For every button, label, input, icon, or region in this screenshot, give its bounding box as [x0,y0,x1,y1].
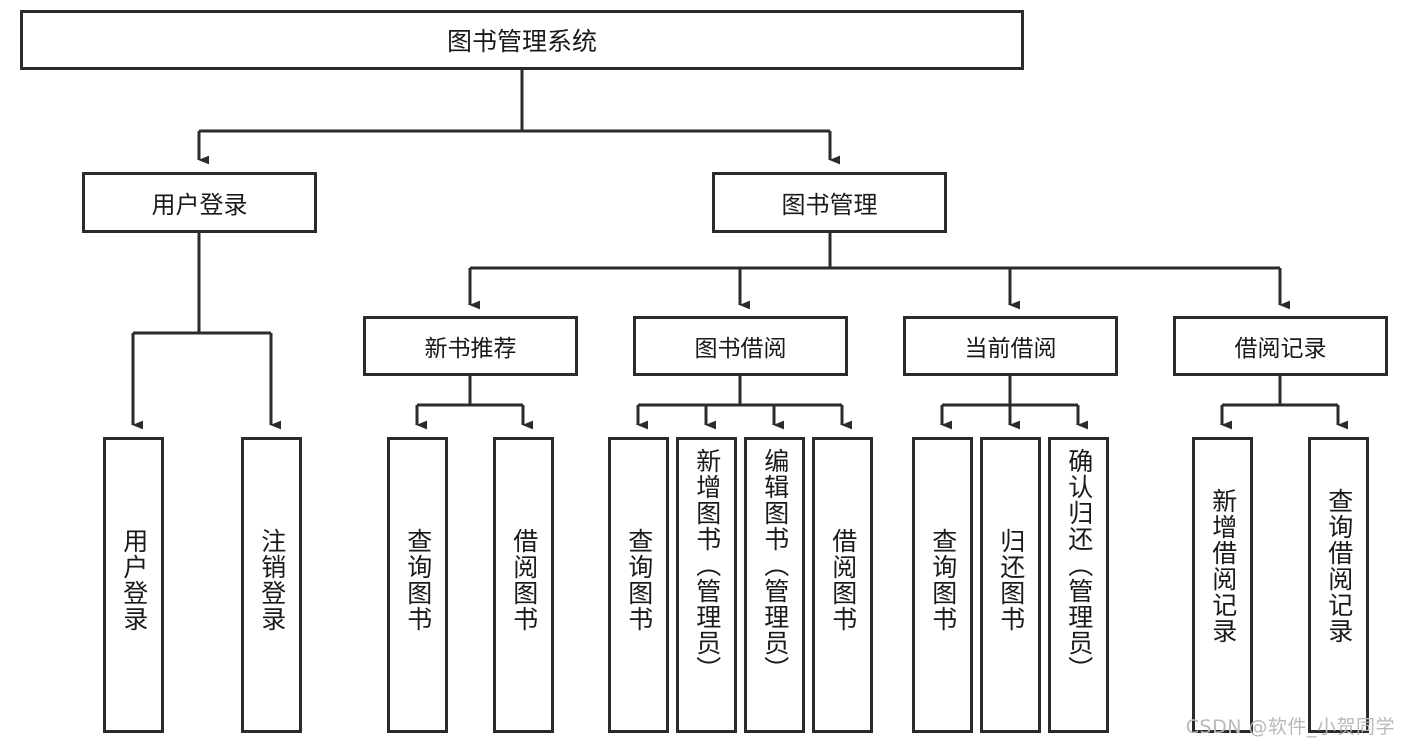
node-label: 图书借阅 [694,336,787,362]
leaf-borrow-book-recommend[interactable]: 借阅图书 [493,437,554,733]
leaf-label: 查询图书 [928,528,958,632]
node-book-borrow[interactable]: 图书借阅 [633,316,848,376]
leaf-user-logout[interactable]: 注销登录 [241,437,302,733]
leaf-return-book[interactable]: 归还图书 [980,437,1041,733]
node-label: 当前借阅 [964,336,1057,362]
leaf-label: 归还图书 [996,528,1026,632]
leaf-confirm-return-admin[interactable]: 确认归还（管理员） [1048,437,1109,733]
leaf-label: 新增借阅记录 [1208,488,1238,644]
leaf-borrow-book[interactable]: 借阅图书 [812,437,873,733]
leaf-edit-book-admin[interactable]: 编辑图书（管理员） [744,437,805,733]
leaf-label: 新增图书（管理员） [692,448,722,682]
leaf-label: 查询图书 [403,528,433,632]
leaf-label: 注销登录 [257,528,287,632]
node-label: 新书推荐 [424,336,517,362]
leaf-query-book-current[interactable]: 查询图书 [912,437,973,733]
leaf-label: 查询图书 [624,528,654,632]
node-root-system[interactable]: 图书管理系统 [20,10,1024,70]
leaf-query-borrow-record[interactable]: 查询借阅记录 [1308,437,1369,733]
node-book-management[interactable]: 图书管理 [712,172,947,233]
node-label: 图书管理 [781,191,878,219]
leaf-label: 借阅图书 [828,528,858,632]
node-label: 借阅记录 [1234,336,1327,362]
leaf-add-borrow-record[interactable]: 新增借阅记录 [1192,437,1253,733]
node-label: 图书管理系统 [446,27,597,56]
node-borrow-record[interactable]: 借阅记录 [1173,316,1388,376]
leaf-label: 确认归还（管理员） [1064,448,1094,682]
leaf-label: 编辑图书（管理员） [760,448,790,682]
node-new-book-recommend[interactable]: 新书推荐 [363,316,578,376]
node-label: 用户登录 [151,191,248,219]
leaf-label: 用户登录 [119,528,149,632]
csdn-watermark: CSDN @软件_小贺同学 [1185,716,1395,738]
leaf-add-book-admin[interactable]: 新增图书（管理员） [676,437,737,733]
leaf-label: 借阅图书 [509,528,539,632]
leaf-query-book-recommend[interactable]: 查询图书 [387,437,448,733]
node-user-login[interactable]: 用户登录 [82,172,317,233]
leaf-query-book-borrow[interactable]: 查询图书 [608,437,669,733]
node-current-borrow[interactable]: 当前借阅 [903,316,1118,376]
leaf-user-login[interactable]: 用户登录 [103,437,164,733]
leaf-label: 查询借阅记录 [1324,488,1354,644]
